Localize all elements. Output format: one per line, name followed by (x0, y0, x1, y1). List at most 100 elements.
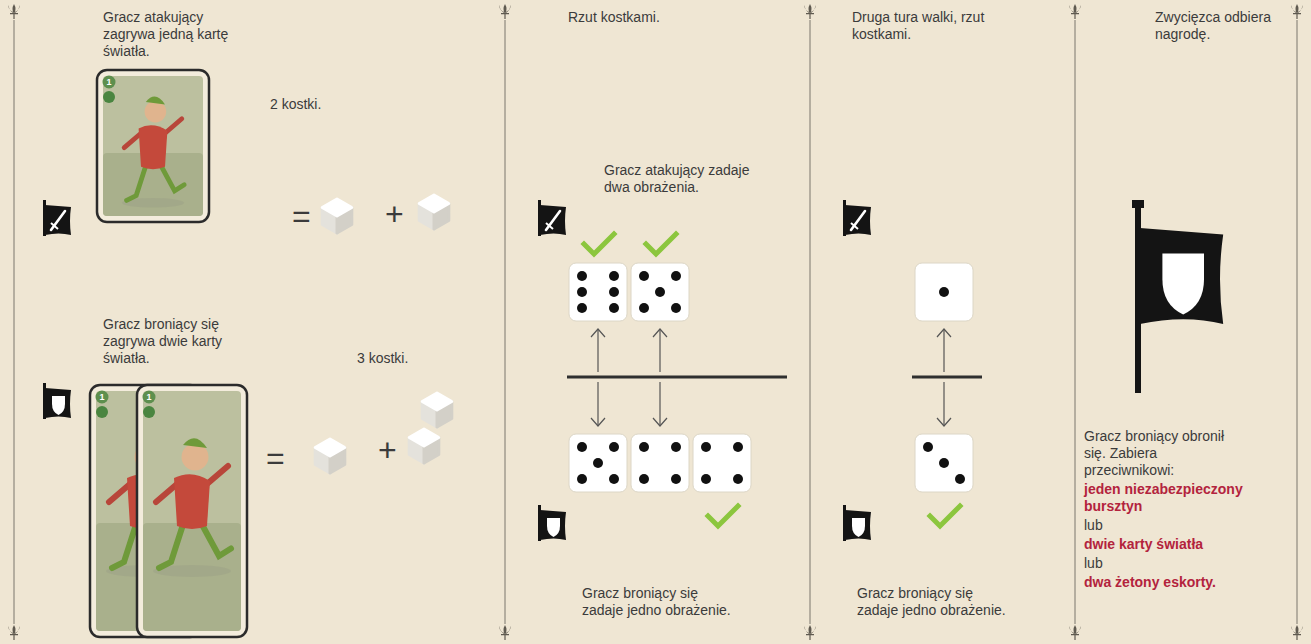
die-face (631, 434, 689, 492)
die-pip (655, 287, 665, 297)
caption-text: Gracz atakujący zagrywa jedną kartę świa… (103, 9, 253, 60)
die-pip (923, 442, 933, 452)
arrow-head (653, 329, 667, 337)
die-pip (593, 458, 603, 468)
die-pip (955, 474, 965, 484)
compare-arrow (653, 382, 667, 426)
caption-text: 3 kostki. (357, 350, 408, 367)
light-card (97, 70, 209, 222)
fleur-de-lis (805, 4, 816, 19)
card-art-ground (143, 523, 241, 631)
compare-arrow (653, 329, 667, 372)
reward-list: Gracz broniący obronił się. Zabiera prze… (1084, 428, 1269, 591)
die-body (915, 263, 973, 321)
caption-text: Gracz atakujący zadaje dwa obrażenia. (604, 162, 774, 196)
flag-cloth (845, 510, 871, 540)
fleur-de-lis (1070, 625, 1081, 640)
figure-hat (183, 438, 207, 448)
reward-text: lub (1084, 517, 1269, 534)
die-pip (701, 442, 711, 452)
defender-flag (43, 383, 71, 419)
dancer-figure (153, 438, 231, 577)
column-divider (500, 4, 511, 640)
light-card (137, 385, 247, 637)
shield-symbol (547, 518, 560, 537)
flag-cloth (45, 205, 71, 235)
caption-text: Zwycięzca odbiera nagrodę. (1155, 9, 1295, 43)
arrow-head (591, 418, 605, 426)
die-cube (315, 439, 345, 473)
compare-arrow (937, 382, 951, 426)
light-symbol (96, 406, 108, 418)
die-pip (671, 303, 681, 313)
fleur-de-lis (805, 625, 816, 640)
caption-text: Gracz broniący się zagrywa dwie karty św… (103, 316, 253, 367)
die-body (693, 434, 751, 492)
die-face (915, 263, 973, 321)
shield-symbol (852, 518, 865, 537)
arrow-shaft (659, 382, 660, 426)
fleur-de-lis (9, 625, 20, 640)
arrow-shaft (597, 329, 598, 372)
die-face (693, 434, 751, 492)
reward-text: lub (1084, 555, 1269, 572)
die-pip (577, 303, 587, 313)
check-mark (584, 234, 614, 254)
sword-blade (51, 211, 65, 230)
sword-blade (851, 211, 865, 230)
die-pip (733, 442, 743, 452)
light-icon (143, 391, 156, 404)
die-top (422, 393, 452, 410)
column-divider (1070, 4, 1081, 640)
die-pip (577, 442, 587, 452)
card-frame (97, 70, 209, 222)
caption-text: Druga tura walki, rzut kostkami. (852, 9, 992, 43)
flag-pole-cap (1132, 200, 1144, 208)
sword-guard (851, 223, 858, 229)
equation-sign: + (385, 198, 404, 230)
die-top (419, 195, 449, 212)
arrow-head (937, 329, 951, 337)
arrow-shaft (597, 382, 598, 426)
die-body (631, 434, 689, 492)
flag-cloth (540, 510, 566, 540)
light-symbol (143, 406, 155, 418)
die-pip (609, 303, 619, 313)
die-cube (409, 429, 439, 463)
attacker-flag (843, 200, 871, 236)
die-pip (639, 303, 649, 313)
comparison-bar (567, 376, 787, 379)
die-pip (939, 458, 949, 468)
defender-flag (538, 505, 566, 541)
sword-blade (546, 211, 560, 230)
die-body (631, 263, 689, 321)
fleur-de-lis (9, 4, 20, 19)
die-pip (609, 442, 619, 452)
equation-sign: = (266, 442, 285, 474)
column-divider (805, 4, 816, 640)
sword-guard (546, 223, 553, 229)
die-pip (577, 474, 587, 484)
die-pip (639, 271, 649, 281)
arrow-head (653, 418, 667, 426)
flag-cloth (540, 205, 566, 235)
flag-cloth (845, 205, 871, 235)
fleur-de-lis (500, 4, 511, 19)
figure-hat (146, 97, 165, 105)
divider-line (505, 20, 506, 624)
flag-cloth (1140, 228, 1223, 324)
die-body (915, 434, 973, 492)
die-body (569, 263, 627, 321)
light-icon (103, 76, 116, 89)
die-pip (609, 271, 619, 281)
die-pip (577, 271, 587, 281)
caption-text: 2 kostki. (270, 96, 321, 113)
die-pip (639, 442, 649, 452)
caption-text: Gracz broniący się zadaje jedno obrażeni… (582, 585, 737, 619)
card-art (103, 76, 203, 216)
fleur-de-lis (1070, 4, 1081, 19)
die-face (631, 263, 689, 321)
defender-flag (843, 505, 871, 541)
arrow-shaft (943, 382, 944, 426)
